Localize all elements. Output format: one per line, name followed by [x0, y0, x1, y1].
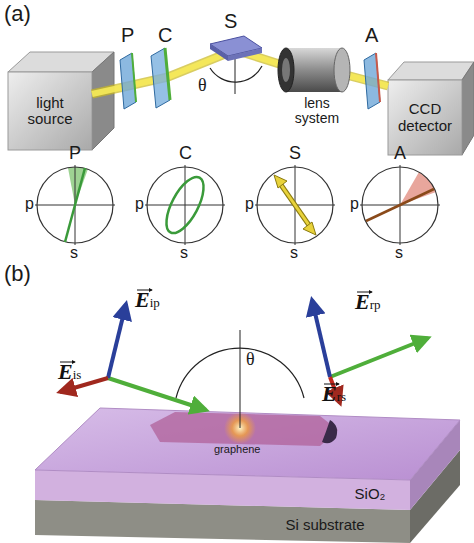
axis-label: s [180, 244, 188, 262]
node-text: SiO₂ [355, 486, 386, 503]
graphene-flake [150, 412, 338, 446]
compensator [151, 48, 170, 108]
field-vector-label: Ers [322, 382, 346, 409]
polarization-circle-c [145, 165, 225, 245]
circle-title: S [289, 144, 301, 164]
sio2-layer: SiO₂ [330, 482, 410, 506]
axis-label: p [135, 195, 144, 213]
node-text: CCD detector [392, 101, 458, 134]
axis-label: s [290, 244, 298, 262]
incident-beam [60, 304, 304, 428]
sample [210, 36, 262, 61]
ccd-detector-box [388, 62, 474, 155]
angle-symbol: θ [198, 76, 207, 96]
polarization-circle-p [35, 165, 115, 245]
light-source-box [8, 52, 114, 150]
circle-title: C [179, 144, 192, 164]
axis-label: p [25, 195, 34, 213]
circle-title: P [69, 144, 81, 164]
circle-title: A [394, 144, 406, 164]
polarization-circle-a [360, 165, 440, 245]
axis-label: p [350, 195, 359, 213]
polarization-circle-s [255, 165, 335, 245]
node-text: light source [19, 95, 81, 128]
axis-label: s [70, 244, 78, 262]
axis-label: s [395, 244, 403, 262]
axis-label: p [245, 195, 254, 213]
si-substrate-layer: Si substrate [240, 513, 410, 537]
angle-symbol: θ [246, 350, 255, 370]
vector-arrows [60, 290, 372, 384]
panel-letter: (a) [4, 2, 31, 26]
analyzer [364, 53, 380, 109]
panel-letter: (b) [4, 262, 31, 286]
field-vector-label: Eip [135, 288, 160, 315]
polarizer [120, 53, 136, 109]
component-label: A [365, 24, 378, 46]
light-source-box: light source [8, 72, 92, 150]
sio2-slab [35, 408, 460, 510]
field-vector-label: Eis [58, 360, 81, 387]
component-label: P [121, 24, 134, 46]
field-vector-label: Erp [355, 290, 381, 317]
node-text: Si substrate [285, 517, 364, 534]
material-label: graphene [214, 443, 261, 455]
component-label: S [224, 10, 237, 32]
lens-system [278, 48, 350, 92]
component-label: lens system [287, 96, 347, 127]
component-label: C [158, 24, 172, 46]
